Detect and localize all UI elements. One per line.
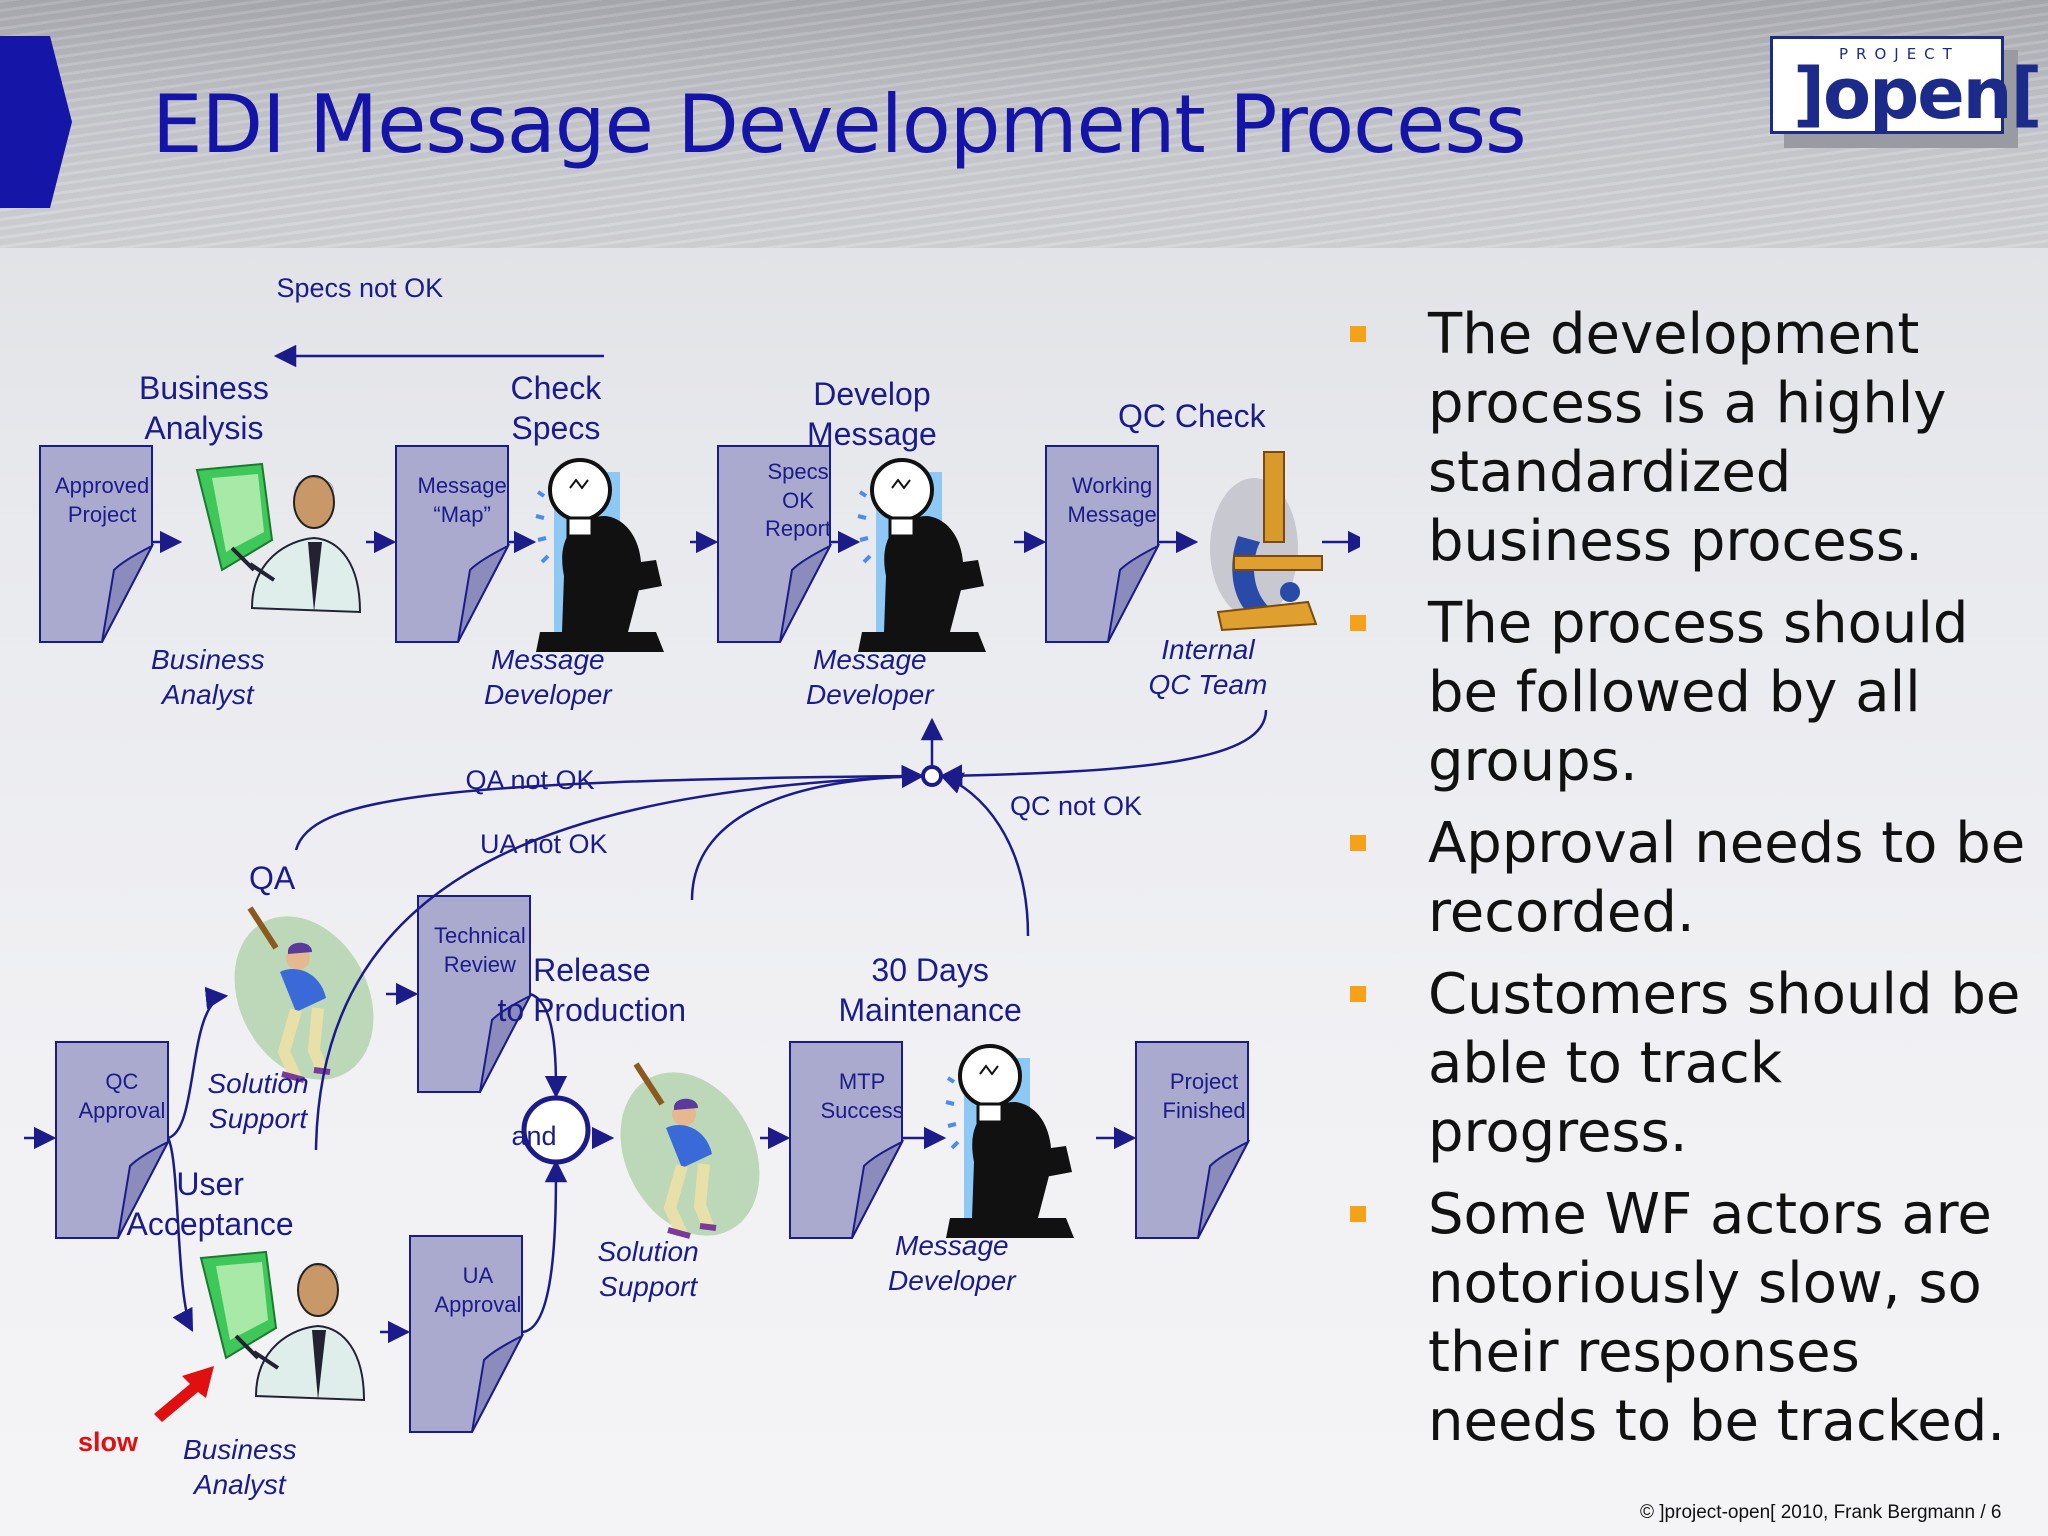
rework-arrows — [294, 709, 1268, 1151]
businessman-presenting-icon — [190, 450, 364, 624]
label-slow: slow — [78, 1427, 139, 1457]
bullet-item: Some WF actors are notoriously slow, so … — [1350, 1180, 2030, 1456]
bullet-text: Customers should be able to track progre… — [1428, 962, 2021, 1165]
microscope-icon — [1209, 451, 1323, 631]
bullet-item: Approval needs to be recorded. — [1350, 809, 2030, 947]
logo-main-text: ]open[ — [1793, 53, 2042, 135]
bullet-text: The development process is a highly stan… — [1428, 302, 1947, 574]
bullet-item: The development process is a highly stan… — [1350, 300, 2030, 576]
step-qa: QA — [249, 860, 296, 896]
project-open-logo: PROJECT ]open[ — [1770, 36, 2042, 135]
title-bar — [0, 0, 2048, 248]
title-bar-texture — [0, 0, 2048, 248]
bullet-text: The process should be followed by all gr… — [1428, 591, 1969, 794]
bullet-square-icon — [1350, 986, 1366, 1002]
label-qa-not-ok: QA not OK — [465, 765, 595, 795]
and-join-node — [521, 1095, 591, 1165]
label-specs-not-ok: Specs not OK — [276, 273, 444, 303]
lightbulb-developer-icon — [534, 458, 666, 654]
step-qc-check: QC Check — [1118, 398, 1266, 434]
bullet-item: Customers should be able to track progre… — [1350, 960, 2030, 1167]
baseball-batter-icon — [593, 1048, 787, 1260]
bullet-text: Approval needs to be recorded. — [1428, 811, 2026, 945]
process-diagram — [24, 344, 1360, 1433]
logo-top-text: PROJECT — [1839, 45, 1960, 63]
bullet-square-icon — [1350, 326, 1366, 342]
rework-merge-node — [921, 765, 943, 787]
bottom-row-arrows — [24, 982, 1137, 1344]
footer-copyright: © ]project-open[ 2010, Frank Bergmann / … — [1640, 1502, 2002, 1523]
bullet-square-icon — [1350, 835, 1366, 851]
lightbulb-developer-icon — [856, 458, 988, 654]
doc-label-message-map: Message“Map” — [417, 473, 507, 527]
bullet-list: The development process is a highly stan… — [1350, 300, 2030, 1469]
bullet-square-icon — [1350, 615, 1366, 631]
label-and: and — [511, 1121, 557, 1151]
slow-arrow-icon — [154, 1366, 214, 1422]
bullet-square-icon — [1350, 1206, 1366, 1222]
lightbulb-developer-icon — [944, 1044, 1076, 1240]
label-ua-not-ok: UA not OK — [480, 829, 608, 859]
businessman-presenting-icon — [194, 1238, 368, 1412]
bullet-text: Some WF actors are notoriously slow, so … — [1428, 1182, 2006, 1454]
slide-title: EDI Message Development Process — [152, 78, 1527, 171]
bullet-item: The process should be followed by all gr… — [1350, 589, 2030, 796]
label-qc-not-ok: QC not OK — [1010, 791, 1143, 821]
title-accent-arrow — [0, 36, 72, 208]
top-row-arrows — [152, 344, 1360, 554]
